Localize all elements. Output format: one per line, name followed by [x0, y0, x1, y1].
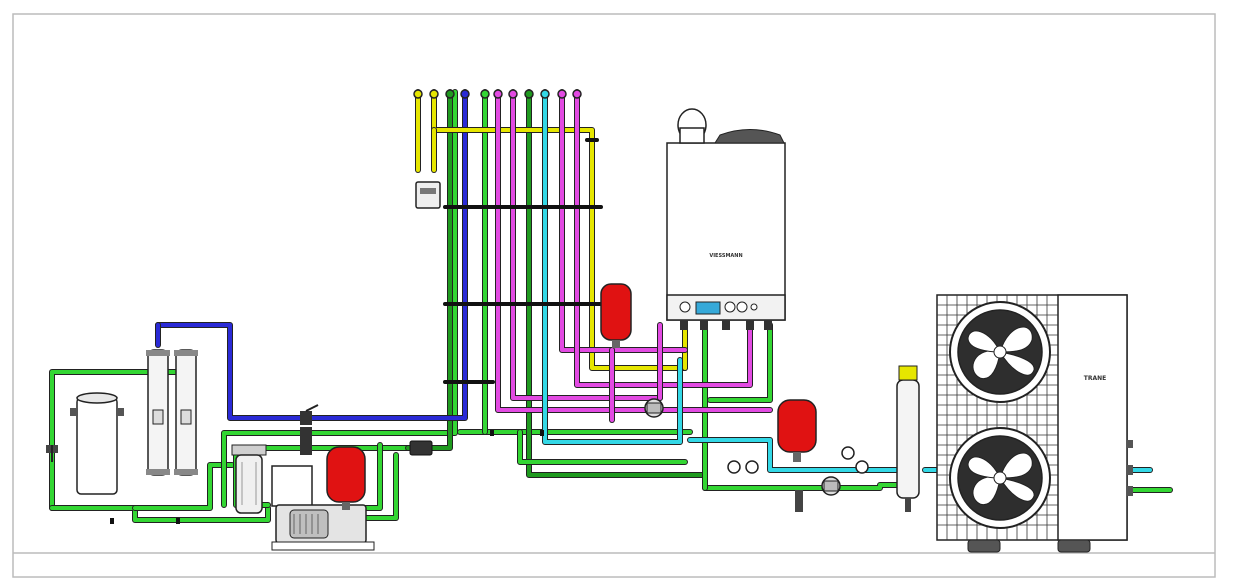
expansion-vessel-heatpump [777, 399, 817, 462]
expansion-vessel-pump [326, 446, 366, 510]
fan-lower [949, 427, 1051, 529]
heat-pump-unit [936, 294, 1133, 553]
booster-pump [271, 465, 375, 551]
heatpump-circulator [795, 476, 841, 512]
storage-tank [70, 392, 124, 495]
filter-column-1 [146, 349, 170, 476]
flow-meter [409, 440, 433, 456]
expansion-vessel-boiler [600, 283, 632, 348]
frame-border [12, 13, 1216, 578]
riser-caps [413, 89, 582, 99]
filter-column-2 [174, 349, 198, 476]
fan-upper [949, 301, 1051, 403]
inlet-valve [46, 445, 58, 462]
gas-boiler [666, 108, 786, 330]
pressure-gauges [727, 446, 869, 474]
meter-box [415, 181, 441, 209]
hydraulic-separator [896, 365, 920, 512]
circulator-pump [644, 398, 664, 418]
pipe-clamps [110, 138, 603, 524]
hot-water-pipes [415, 89, 688, 371]
boiler-brand-label: VIESSMANN [709, 253, 742, 259]
cold-water-pipes [155, 89, 468, 421]
cartridge-filter [231, 444, 267, 514]
shutoff-valves-left [300, 404, 319, 455]
heatpump-feet [967, 539, 1091, 553]
heatpump-brand-label: TRANE [1084, 375, 1106, 382]
